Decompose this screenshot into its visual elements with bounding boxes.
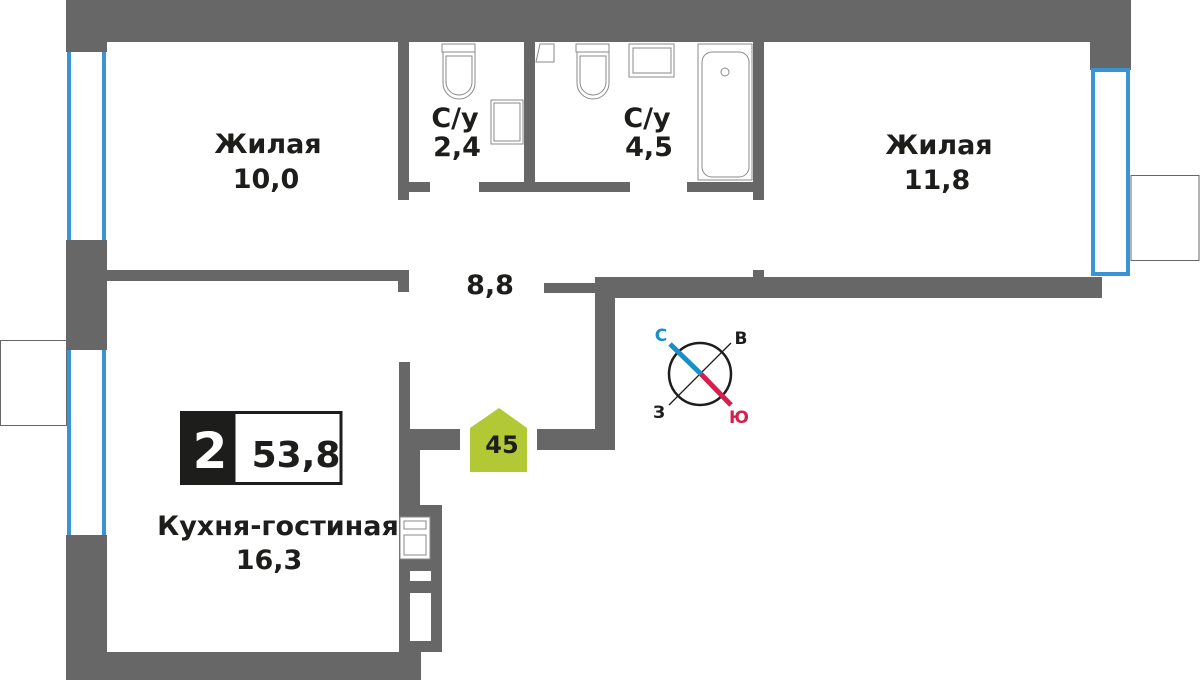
windows bbox=[67, 52, 1130, 535]
room-area-hall: 8,8 bbox=[466, 270, 514, 301]
plumbing-fixtures bbox=[441, 43, 753, 181]
room-name-kitchen: Кухня-гостиная bbox=[157, 511, 399, 542]
compass-south: Ю bbox=[729, 408, 749, 428]
compass-icon: С В З Ю bbox=[653, 326, 749, 428]
compass-north: С bbox=[655, 326, 667, 346]
compass-west: З bbox=[653, 403, 665, 423]
room-name-living-1: Жилая bbox=[214, 129, 321, 160]
rooms-count: 2 bbox=[193, 422, 228, 480]
apartment-number-marker: 45 bbox=[470, 408, 527, 472]
room-name-wc-1: С/у bbox=[431, 103, 479, 134]
room-area-living-2: 11,8 bbox=[904, 165, 971, 196]
apartment-number: 45 bbox=[485, 431, 518, 459]
room-area-living-1: 10,0 bbox=[233, 164, 300, 195]
balcony-right bbox=[1130, 175, 1200, 261]
room-name-living-2: Жилая bbox=[885, 130, 992, 161]
room-area-wc-1: 2,4 bbox=[433, 132, 481, 163]
apartment-badge: 2 53,8 bbox=[180, 411, 343, 485]
compass-east: В bbox=[735, 329, 748, 349]
room-area-kitchen: 16,3 bbox=[236, 545, 303, 576]
room-name-wc-2: С/у bbox=[623, 103, 671, 134]
total-area: 53,8 bbox=[252, 435, 341, 476]
room-area-wc-2: 4,5 bbox=[625, 132, 673, 163]
balcony-left bbox=[0, 340, 67, 426]
walls bbox=[66, 0, 1131, 680]
